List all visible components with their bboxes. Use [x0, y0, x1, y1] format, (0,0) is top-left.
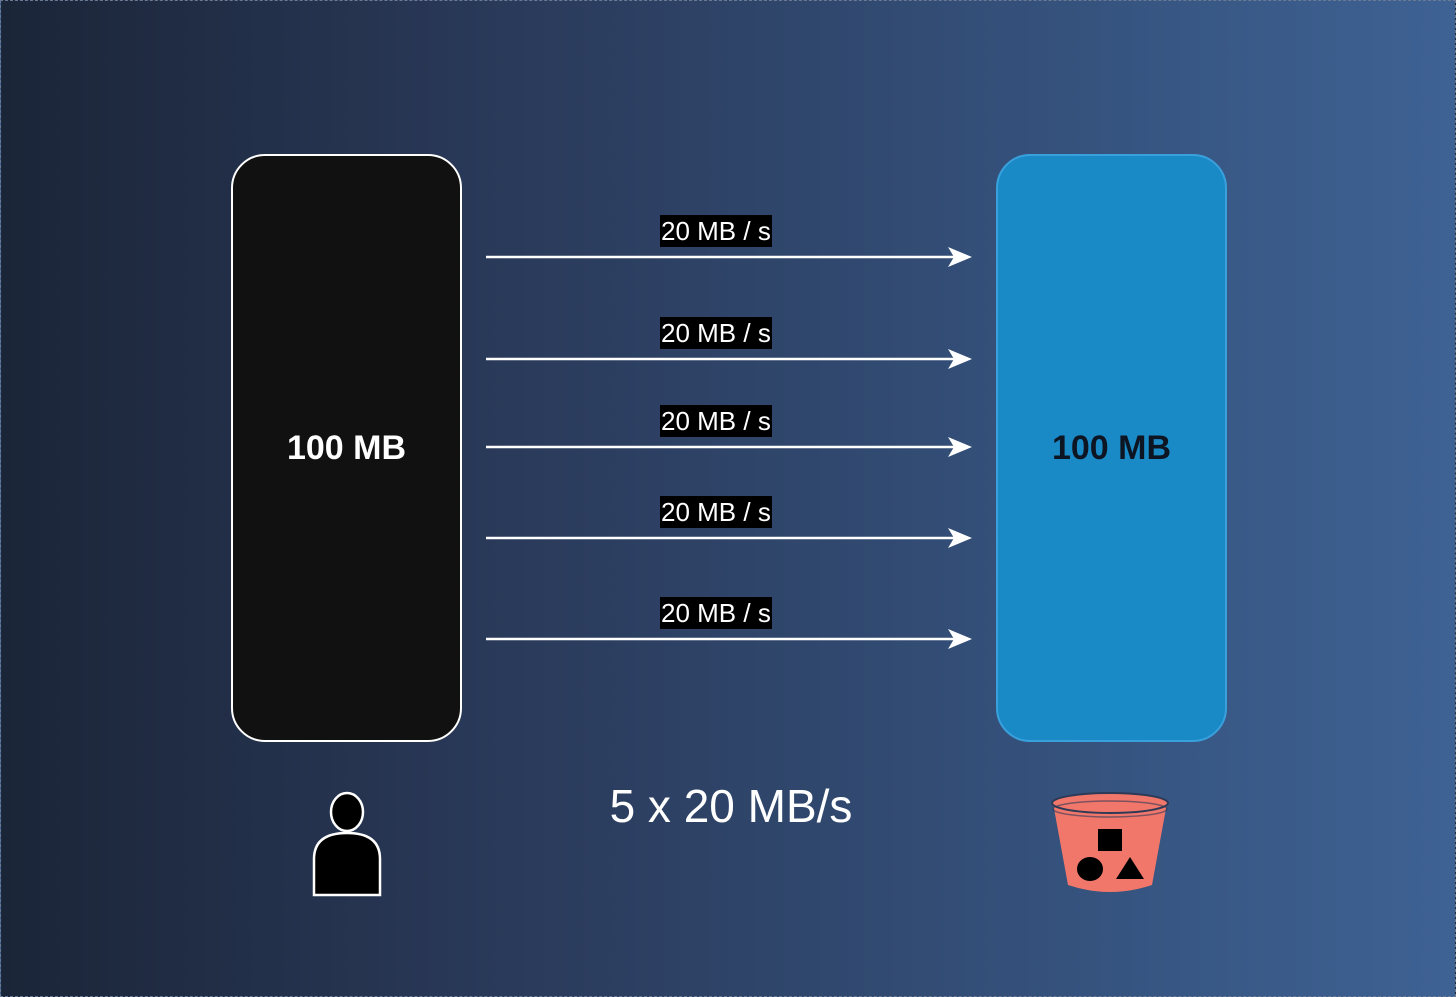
arrow-icon	[486, 437, 972, 457]
stream-rate-label: 20 MB / s	[660, 496, 772, 528]
stream-rate-label: 20 MB / s	[660, 597, 772, 629]
total-throughput-label: 5 x 20 MB/s	[609, 780, 853, 832]
stream-rate-label: 20 MB / s	[660, 405, 772, 437]
stream-rate-label: 20 MB / s	[660, 317, 772, 349]
stream-arrow-5: 20 MB / s	[486, 597, 976, 657]
source-size-label: 100 MB	[286, 428, 407, 467]
bucket-icon	[1048, 787, 1178, 902]
stream-rate-label: 20 MB / s	[660, 215, 772, 247]
destination-block: 100 MB	[996, 154, 1227, 742]
arrow-icon	[486, 349, 972, 369]
stream-arrow-2: 20 MB / s	[486, 317, 976, 377]
arrow-icon	[486, 247, 972, 267]
destination-size-label: 100 MB	[1051, 428, 1172, 467]
arrow-icon	[486, 528, 972, 548]
arrow-icon	[486, 629, 972, 649]
person-icon	[307, 789, 387, 904]
stream-arrow-3: 20 MB / s	[486, 405, 976, 465]
source-block: 100 MB	[231, 154, 462, 742]
stream-arrow-4: 20 MB / s	[486, 496, 976, 556]
stream-arrow-1: 20 MB / s	[486, 215, 976, 275]
